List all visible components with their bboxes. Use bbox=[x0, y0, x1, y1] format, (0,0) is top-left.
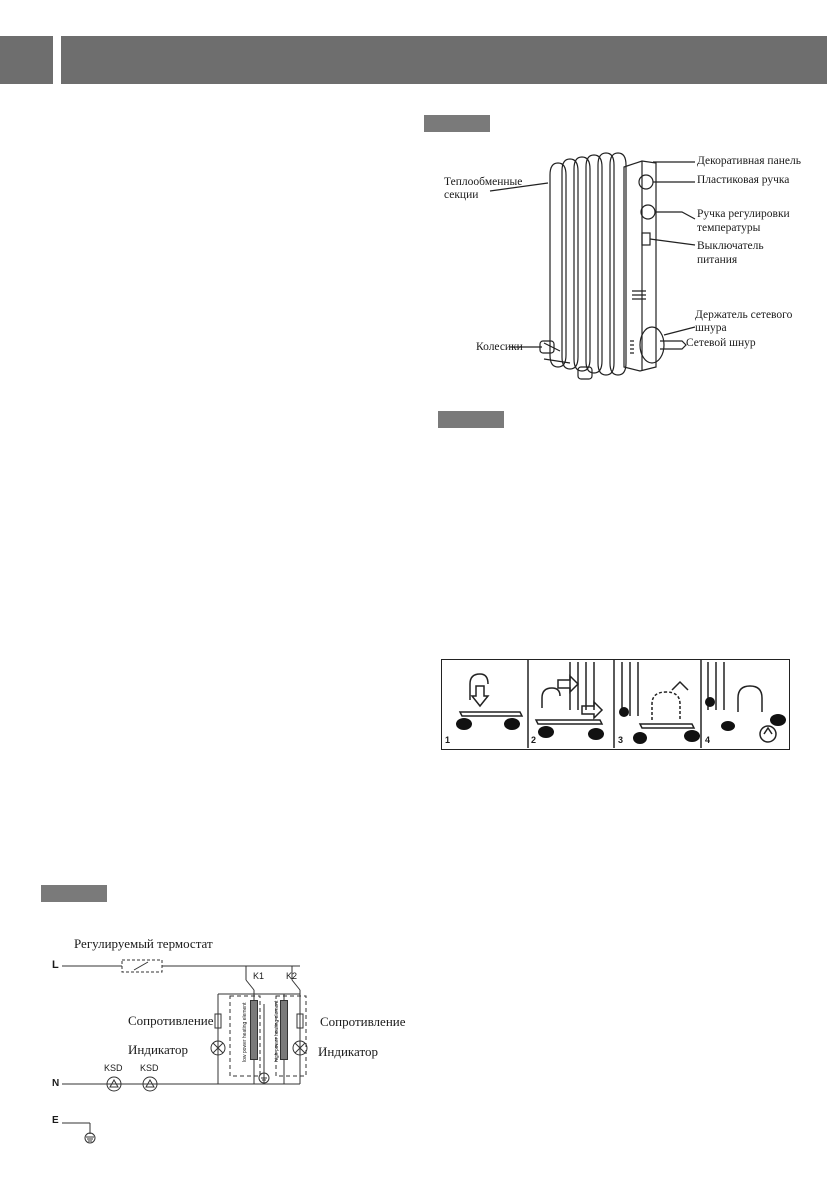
label-thermostat: Регулируемый термостат bbox=[74, 936, 213, 951]
label-heat-sections-2: секции bbox=[444, 189, 479, 201]
label-power-switch-2: питания bbox=[697, 254, 738, 266]
label-plastic-handle: Пластиковая ручка bbox=[697, 174, 790, 186]
section-tag-assembly bbox=[438, 411, 504, 428]
step-number-2: 2 bbox=[531, 735, 537, 745]
circuit-drawing bbox=[62, 959, 308, 1144]
heater-parts-figure: Декоративная панель Пластиковая ручка Ру… bbox=[420, 145, 820, 400]
section-tag-circuit bbox=[41, 885, 107, 902]
label-indicator-left: Индикатор bbox=[128, 1042, 188, 1057]
label-line-l: L bbox=[52, 959, 59, 971]
label-ksd-2: KSD bbox=[140, 1063, 159, 1073]
label-earth-e: E bbox=[52, 1115, 59, 1126]
label-thermostat-knob-1: Ручка регулировки bbox=[697, 208, 790, 220]
label-k1: K1 bbox=[253, 971, 265, 981]
assembly-steps-figure: 1 2 3 4 bbox=[441, 659, 790, 750]
label-thermostat-knob-2: температуры bbox=[697, 222, 761, 234]
label-high-power-element: high power heating element bbox=[274, 1000, 280, 1062]
assembly-drawing bbox=[456, 660, 786, 748]
label-neutral-n: N bbox=[52, 1078, 60, 1089]
label-power-cord: Сетевой шнур bbox=[686, 337, 756, 349]
circuit-diagram: Регулируемый термостат L N E K1 K2 Сопро… bbox=[40, 930, 410, 1150]
header-block-left bbox=[0, 36, 53, 84]
label-resistor-right: Сопротивление bbox=[320, 1014, 406, 1029]
label-power-switch-1: Выключатель bbox=[697, 240, 764, 252]
label-low-power-element: low power heating element bbox=[242, 1002, 248, 1062]
label-wheels: Колесики bbox=[476, 341, 523, 353]
label-cord-holder-2: шнура bbox=[695, 322, 727, 334]
label-ksd-1: KSD bbox=[104, 1063, 123, 1073]
label-resistor-left: Сопротивление bbox=[128, 1013, 214, 1028]
heater-drawing bbox=[489, 152, 696, 380]
label-cord-holder-1: Держатель сетевого bbox=[695, 309, 793, 321]
header-block-right bbox=[61, 36, 827, 84]
section-tag-parts bbox=[424, 115, 490, 132]
label-decorative-panel: Декоративная панель bbox=[697, 155, 801, 167]
step-number-1: 1 bbox=[445, 735, 451, 745]
step-number-3: 3 bbox=[618, 735, 624, 745]
label-heat-sections-1: Теплообменные bbox=[444, 176, 523, 188]
label-k2: K2 bbox=[286, 971, 298, 981]
label-indicator-right: Индикатор bbox=[318, 1044, 378, 1059]
step-number-4: 4 bbox=[705, 735, 711, 745]
